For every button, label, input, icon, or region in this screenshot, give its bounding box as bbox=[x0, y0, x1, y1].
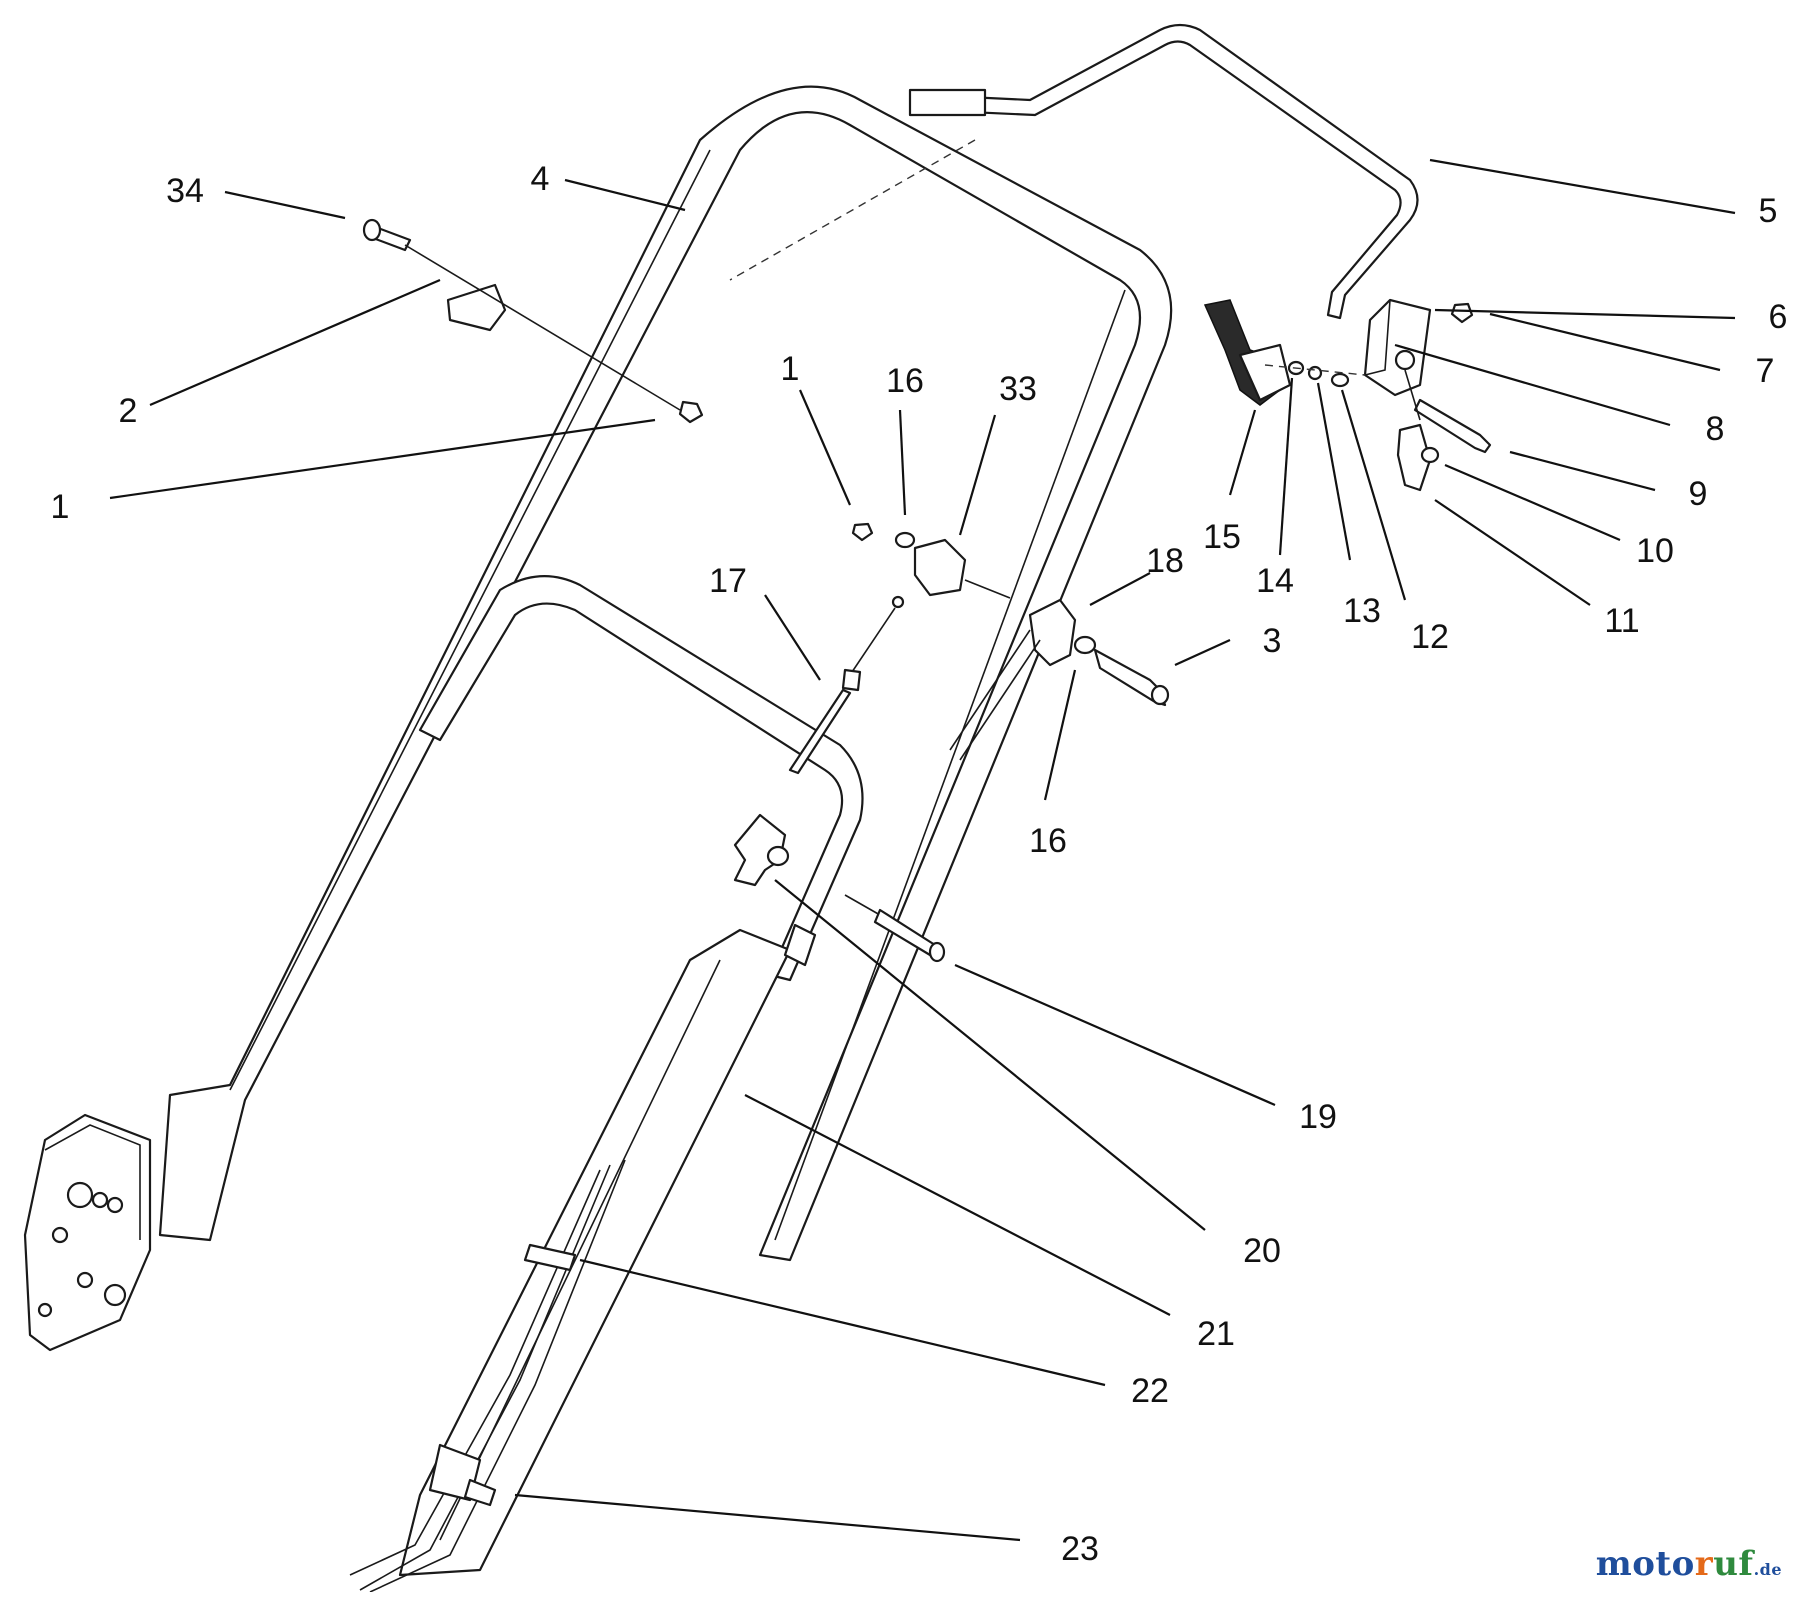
callout-labels: 34 4 5 2 1 1 16 33 6 7 8 9 10 11 15 14 1… bbox=[51, 160, 1788, 1568]
callout-34: 34 bbox=[166, 172, 204, 210]
callout-15: 15 bbox=[1203, 518, 1241, 556]
lower-handle bbox=[398, 575, 864, 1577]
callout-3: 3 bbox=[1263, 622, 1282, 660]
blade-control-group bbox=[1203, 298, 1492, 492]
callout-12: 12 bbox=[1411, 618, 1449, 656]
cable-ties-group bbox=[349, 1159, 626, 1593]
upper-handle bbox=[158, 85, 1173, 1262]
callout-23: 23 bbox=[1061, 1530, 1099, 1568]
leader-lines bbox=[109, 158, 1736, 1542]
callout-16-upper: 16 bbox=[886, 362, 924, 400]
callout-11: 11 bbox=[1604, 602, 1639, 640]
watermark-part1: moto bbox=[1595, 1544, 1695, 1584]
watermark-part2: r bbox=[1694, 1544, 1714, 1584]
callout-8: 8 bbox=[1706, 410, 1725, 448]
callout-19: 19 bbox=[1299, 1098, 1337, 1136]
callout-9: 9 bbox=[1689, 475, 1708, 513]
callout-7: 7 bbox=[1756, 352, 1775, 390]
callout-10: 10 bbox=[1636, 532, 1674, 570]
callout-2: 2 bbox=[119, 392, 138, 430]
cable-clamp-group bbox=[362, 218, 704, 424]
callout-1-upper-left: 1 bbox=[51, 488, 70, 526]
callout-21: 21 bbox=[1197, 1315, 1235, 1353]
throttle-cable bbox=[788, 595, 905, 775]
callout-5: 5 bbox=[1759, 192, 1778, 230]
callout-4: 4 bbox=[531, 160, 550, 198]
callout-18: 18 bbox=[1146, 542, 1184, 580]
control-bail bbox=[908, 23, 1419, 320]
watermark-part3: uf bbox=[1713, 1544, 1754, 1584]
watermark-suffix: .de bbox=[1753, 1560, 1782, 1579]
handle-knob-group bbox=[733, 813, 946, 967]
callout-33: 33 bbox=[999, 370, 1037, 408]
pivot-bolt-group bbox=[949, 598, 1170, 761]
callout-1-middle: 1 bbox=[781, 350, 800, 388]
motoruf-watermark-logo: motoruf.de bbox=[1596, 1544, 1782, 1584]
callout-13: 13 bbox=[1343, 592, 1381, 630]
callout-16-lower: 16 bbox=[1029, 822, 1067, 860]
callout-14: 14 bbox=[1256, 562, 1294, 600]
callout-6: 6 bbox=[1769, 298, 1788, 336]
callout-17: 17 bbox=[709, 562, 747, 600]
cable-guide-group bbox=[851, 522, 1011, 599]
callout-22: 22 bbox=[1131, 1372, 1169, 1410]
callout-20: 20 bbox=[1243, 1232, 1281, 1270]
handle-bracket bbox=[23, 1113, 152, 1352]
